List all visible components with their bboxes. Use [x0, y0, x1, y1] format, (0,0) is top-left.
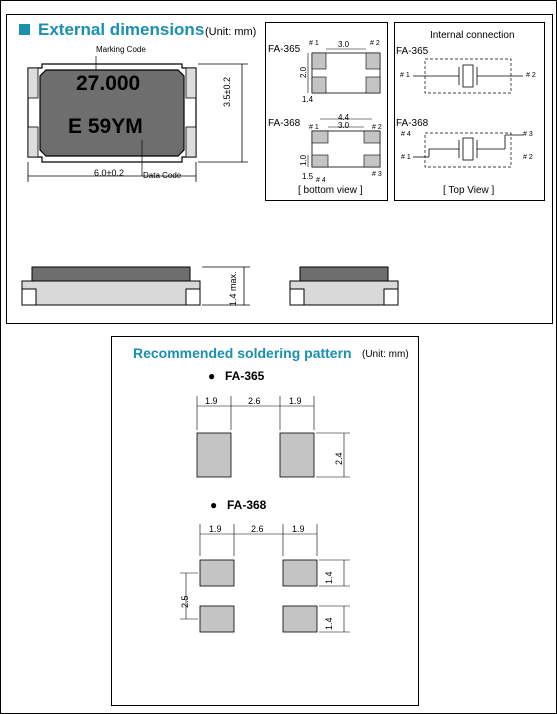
- marking-line-datecode: E 59YM: [68, 115, 143, 138]
- bottom-dim-15: 1.5: [302, 172, 314, 181]
- soldering-fa365-label: FA-365: [225, 369, 265, 383]
- crystal-lid: [39, 69, 185, 157]
- bottom-pin2: # 2: [370, 40, 380, 47]
- bottom-fa365-label: FA-365: [268, 44, 301, 55]
- bottom-pad: [311, 76, 327, 94]
- solder365-dim-24: 2.4: [334, 452, 344, 465]
- solder-pad: [196, 432, 232, 478]
- internal-pin3-368a: # 3: [523, 131, 533, 138]
- bottom-pad: [363, 130, 381, 144]
- bottom-pin4: # 4: [316, 177, 326, 184]
- external-unit: (Unit: mm): [205, 26, 257, 38]
- soldering-fa368-label: FA-368: [227, 498, 267, 512]
- internal-pin1-368: # 1: [401, 154, 411, 161]
- crystal-side-views: [21, 266, 399, 306]
- end-terminal: [289, 288, 305, 306]
- solder368-dim-19a: 1.9: [209, 524, 222, 534]
- bottom-dim-14: 1.4: [302, 95, 314, 104]
- bottom-pin3: # 3: [372, 171, 382, 178]
- bottom-dim-30-368: 3.0: [338, 121, 350, 130]
- soldering-title: Recommended soldering pattern: [133, 345, 352, 361]
- internal-fa368-label: FA-368: [396, 118, 429, 129]
- crystal-symbol: [462, 137, 474, 161]
- solder368-dim-14b: 1.4: [324, 617, 334, 630]
- bottom-dim-30: 3.0: [338, 40, 350, 49]
- side-lid: [31, 266, 191, 282]
- crystal-top-view: [27, 56, 248, 182]
- solder368-dim-14a: 1.4: [324, 571, 334, 584]
- side-base: [21, 280, 201, 306]
- end-base: [289, 280, 399, 306]
- internal-fa365-label: FA-365: [396, 46, 429, 57]
- solder368-dim-25: 2.5: [180, 595, 190, 608]
- marking-line-frequency: 27.000: [76, 72, 141, 95]
- crystal-pad: [185, 126, 197, 158]
- internal-pin2-368: # 2: [523, 154, 533, 161]
- bottom-pad: [311, 52, 327, 70]
- side-terminal: [21, 288, 37, 306]
- solder-pad: [282, 559, 318, 587]
- bottom-pad: [311, 154, 329, 168]
- bottom-fa368-label: FA-368: [268, 118, 301, 129]
- crystal-symbol: [462, 64, 474, 88]
- crystal-pad: [185, 67, 197, 99]
- solder-pad: [199, 605, 235, 633]
- end-terminal: [383, 288, 399, 306]
- section-square-icon: [19, 24, 30, 35]
- crystal-pad: [27, 67, 39, 99]
- bottom-pad: [365, 52, 381, 70]
- bottom-dim-20: 2.0: [299, 66, 308, 78]
- bottom-dim-10: 1.0: [299, 154, 308, 166]
- bottom-pad: [311, 130, 329, 144]
- side-terminal: [185, 288, 201, 306]
- data-code-label: Data Code: [143, 171, 182, 180]
- internal-pin1-365: # 1: [400, 72, 410, 79]
- solder368-dim-19b: 1.9: [292, 524, 305, 534]
- internal-caption: [ Top View ]: [443, 185, 495, 196]
- soldering-pattern-panel: [111, 336, 419, 706]
- bottom-pin1-368: # 1: [309, 124, 319, 131]
- solder-pad: [199, 559, 235, 587]
- solder368-dim-26: 2.6: [251, 524, 264, 534]
- soldering-unit: (Unit: mm): [362, 349, 409, 360]
- bullet-fa365: ●: [208, 369, 216, 383]
- marking-code-label: Marking Code: [96, 45, 146, 54]
- crystal-pad: [27, 126, 39, 158]
- bottom-pin2-368: # 2: [372, 124, 382, 131]
- bottom-pin1: # 1: [309, 40, 319, 47]
- external-dimensions-title: External dimensions: [38, 20, 205, 39]
- bottom-pad: [365, 76, 381, 94]
- internal-connection-diagram: [413, 58, 523, 168]
- solder365-dim-19b: 1.9: [289, 396, 302, 406]
- bullet-fa368: ●: [210, 498, 218, 512]
- solder-pad: [279, 432, 315, 478]
- solder365-dim-26: 2.6: [248, 396, 261, 406]
- end-lid: [299, 266, 389, 282]
- width-dimension: 6.0±0.2: [94, 168, 124, 178]
- internal-pin4-368: # 4: [401, 131, 411, 138]
- solder365-dim-19a: 1.9: [205, 396, 218, 406]
- height-max-dimension: 1.4 max.: [228, 271, 238, 306]
- bottom-view-diagram: [307, 48, 381, 168]
- bottom-view-panel: [265, 22, 388, 201]
- internal-pin2-365: # 2: [526, 72, 536, 79]
- solder-pad: [282, 605, 318, 633]
- soldering-pattern-diagram: [180, 396, 350, 633]
- bottom-dim-44: 4.4: [338, 113, 350, 122]
- internal-title: Internal connection: [430, 30, 515, 41]
- internal-connection-panel: [394, 22, 545, 201]
- height-dimension: 3.5±0.2: [222, 77, 232, 107]
- bottom-view-caption: [ bottom view ]: [298, 185, 363, 196]
- bottom-pad: [363, 154, 381, 168]
